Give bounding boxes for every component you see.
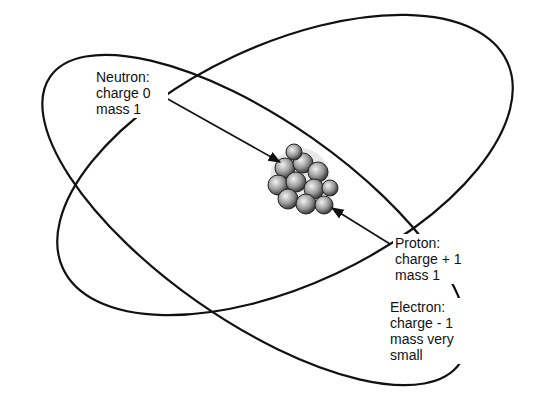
- leader-arrow: [166, 98, 280, 162]
- particle-label: Proton: charge + 1 mass 1: [393, 234, 477, 284]
- nucleus: [268, 144, 338, 214]
- label-box: Proton: charge + 1 mass 1: [393, 234, 477, 284]
- label-box: Neutron: charge 0 mass 1: [94, 68, 168, 118]
- leader-arrow: [332, 208, 390, 244]
- electron-orbit: [0, 0, 517, 393]
- particle-label: Electron: charge - 1 mass very small: [388, 298, 470, 364]
- particle-label: Neutron: charge 0 mass 1: [94, 68, 168, 118]
- label-box: Electron: charge - 1 mass very small: [388, 298, 470, 364]
